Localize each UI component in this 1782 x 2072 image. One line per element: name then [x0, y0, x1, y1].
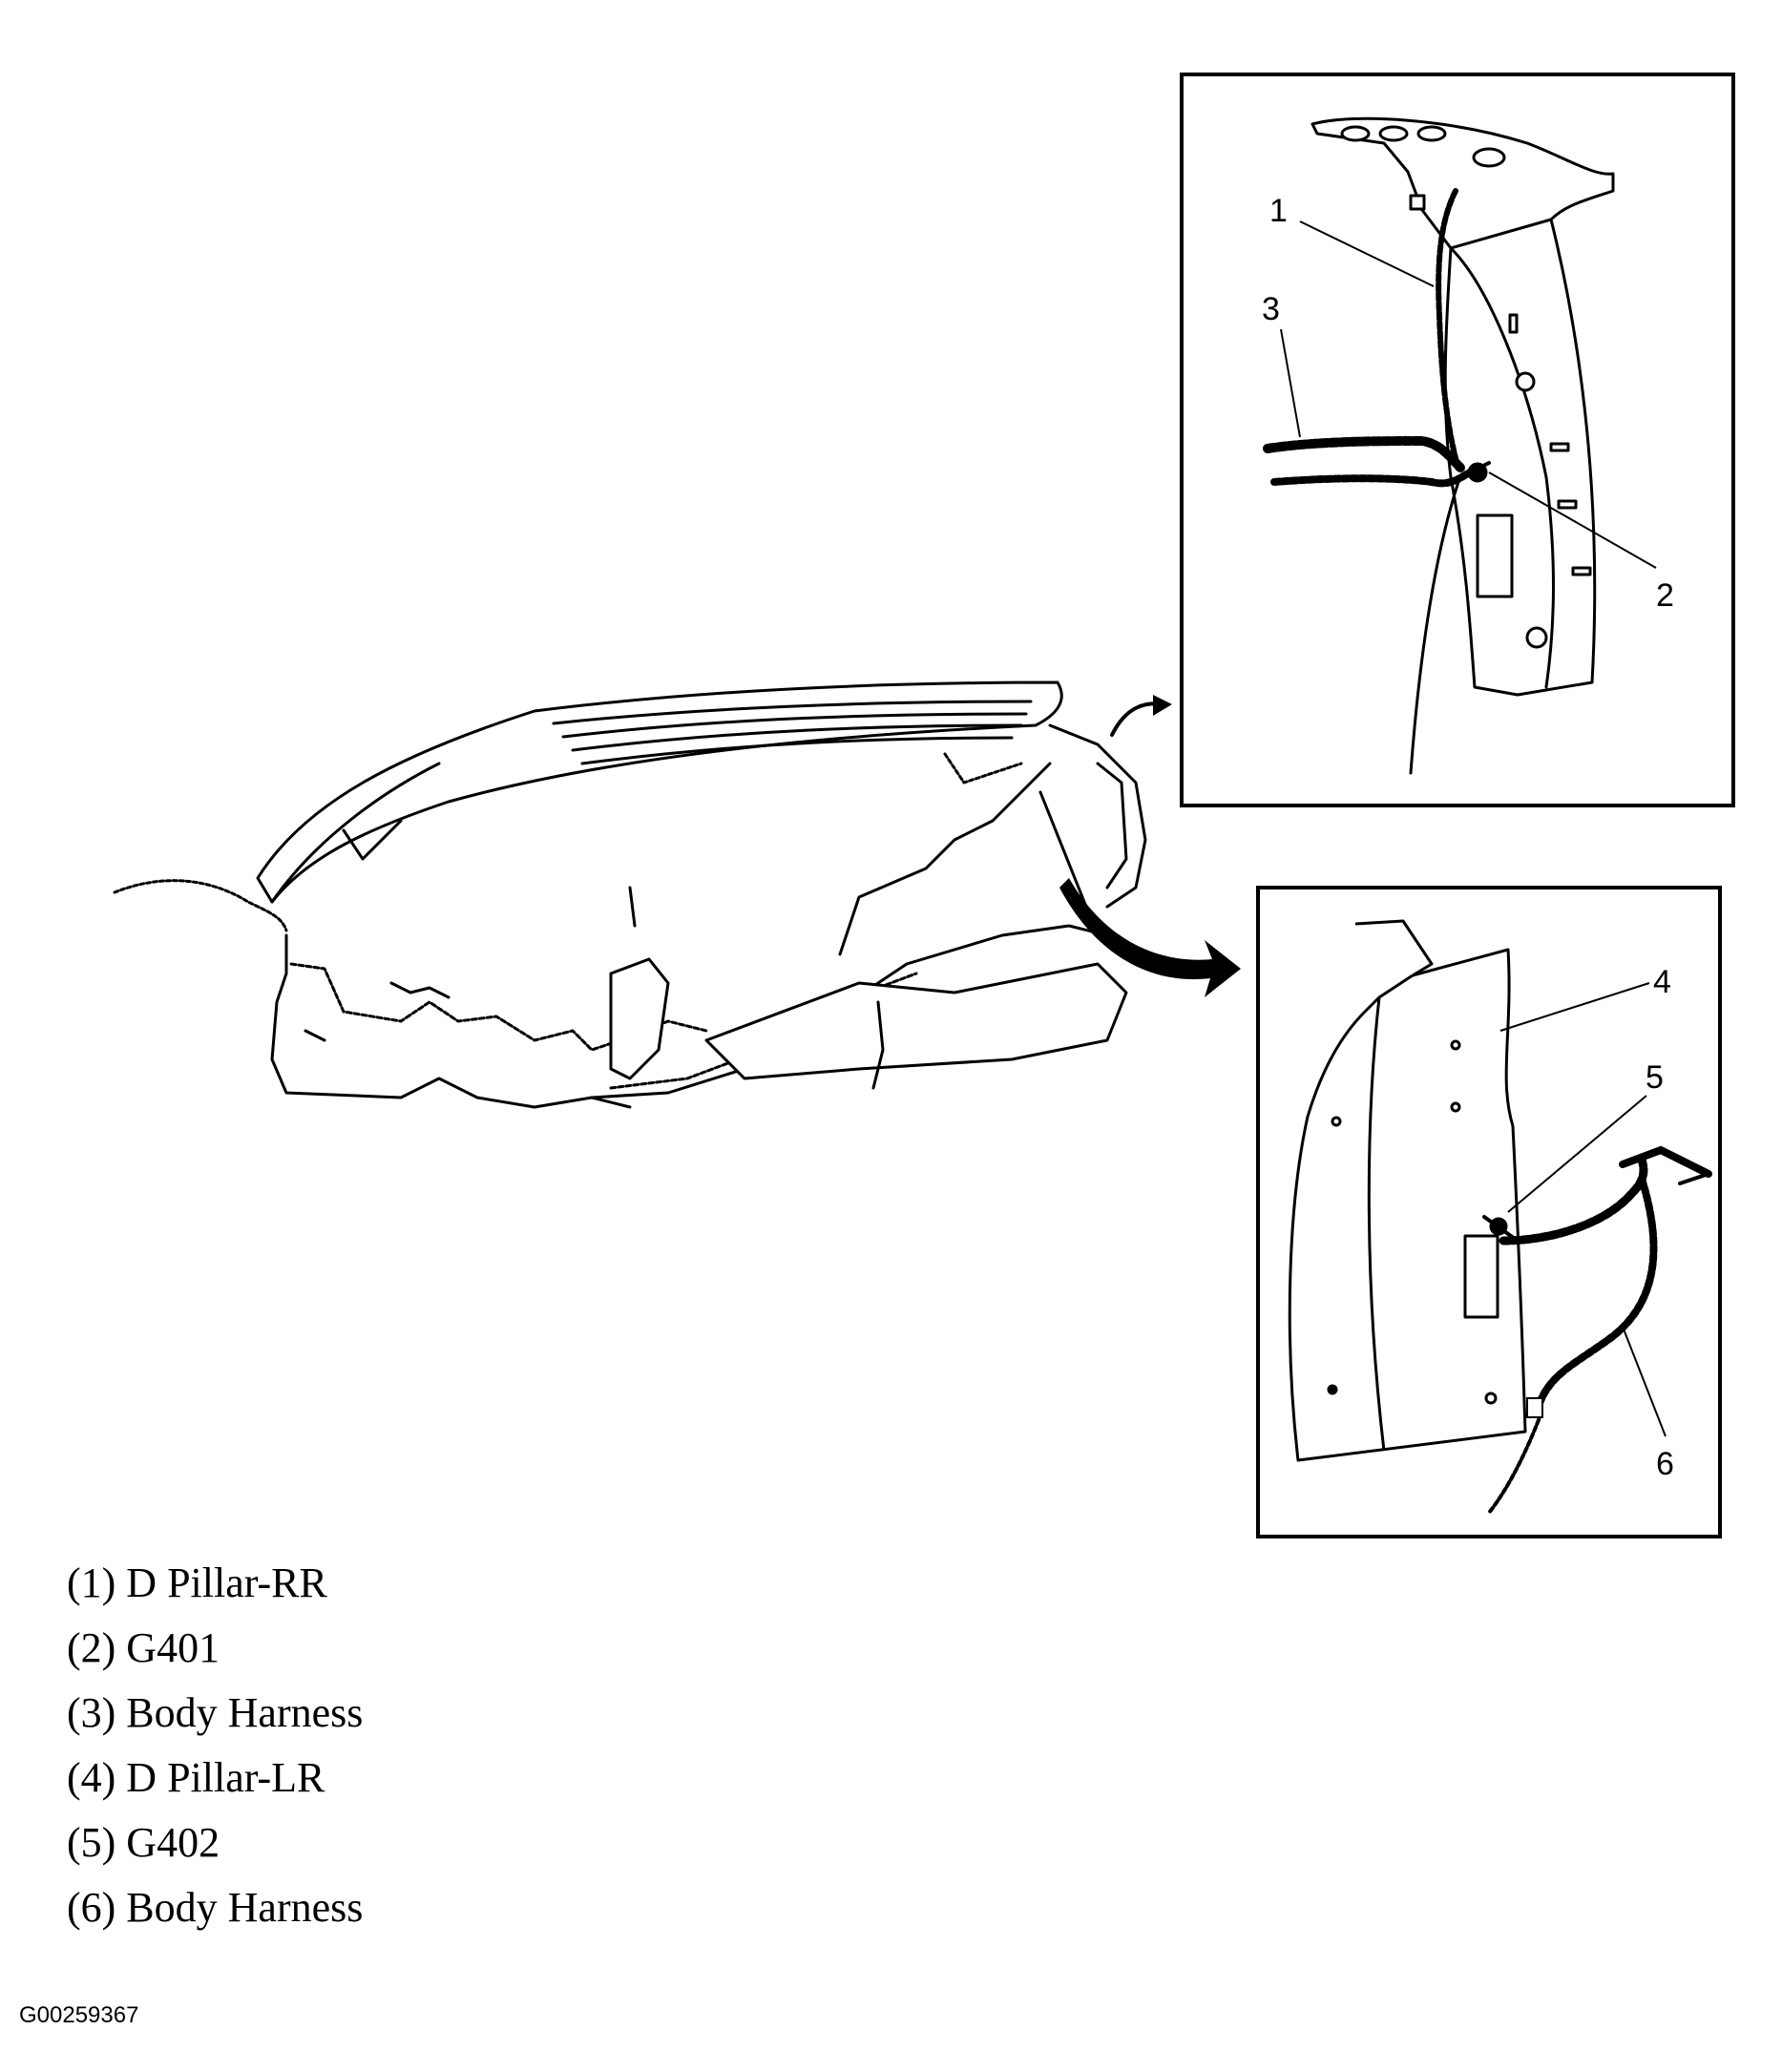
- callout-5: 5: [1646, 1059, 1664, 1096]
- pillar-hole: [1484, 1392, 1498, 1405]
- pillar-inner-edge: [1449, 246, 1555, 689]
- pillar-top-cap: [1354, 919, 1434, 977]
- figure-id: G00259367: [19, 2002, 139, 2028]
- pillar-top-edge: [1449, 218, 1553, 250]
- callout-3: 3: [1262, 291, 1280, 327]
- d-pillar-lr-panel: [1288, 948, 1527, 1462]
- pillar-fold: [1367, 996, 1386, 1452]
- roof-rib: [552, 700, 1033, 725]
- pillar-hole: [1525, 626, 1548, 649]
- pillar-hole: [1450, 1101, 1461, 1113]
- pillar-hole: [1378, 125, 1409, 142]
- callout-4: 4: [1653, 964, 1671, 1000]
- b-pillar-harness: [838, 762, 1052, 956]
- detail-box-rr: 1 3 2: [1180, 73, 1735, 807]
- arrow-to-rr-detail-head: [1153, 695, 1172, 716]
- lr-harness-connector: [1678, 1172, 1710, 1185]
- legend-item-2: (2) G401: [67, 1624, 220, 1671]
- leader-1: [1299, 220, 1435, 287]
- lr-harness-connector: [1619, 1145, 1712, 1178]
- vehicle-harness-overview: [113, 680, 1172, 1109]
- leader-6: [1622, 1326, 1667, 1437]
- legend-item-5: (5) G402: [67, 1819, 220, 1866]
- pillar-slot: [1508, 313, 1519, 334]
- pillar-hole: [1416, 125, 1447, 142]
- c-pillar-harness: [943, 752, 1023, 785]
- callout-6: 6: [1656, 1446, 1674, 1482]
- pillar-plate: [1463, 1234, 1499, 1319]
- legend-item-4: (4) D Pillar-LR: [67, 1754, 325, 1801]
- body-harness-rr-lower: [1270, 469, 1474, 488]
- connector-cluster: [389, 981, 451, 999]
- center-console: [609, 957, 670, 1080]
- leader-4: [1499, 982, 1650, 1032]
- pillar-hole: [1450, 1039, 1461, 1051]
- rr-pillar-harness: [1436, 188, 1458, 461]
- detail-box-lr: 4 5 6: [1256, 886, 1722, 1538]
- windshield-frame: [270, 762, 441, 904]
- lower-harness-loop: [270, 933, 632, 1109]
- pillar-tab: [1409, 194, 1426, 211]
- roof-rib: [580, 736, 1014, 765]
- front-harness: [113, 879, 288, 932]
- d-pillar-rear: [1048, 723, 1147, 909]
- pillar-slot: [1571, 566, 1592, 576]
- pillar-hole: [1331, 1116, 1342, 1127]
- arrow-to-lr-detail: [1059, 878, 1241, 997]
- pillar-hole: [1472, 147, 1506, 168]
- rr-drop-wire: [1409, 480, 1460, 775]
- pillar-hole: [1515, 371, 1536, 392]
- pillar-hole: [1340, 125, 1371, 142]
- dangling-lead: [628, 886, 637, 928]
- g401-lug: [1458, 461, 1491, 479]
- roof-rib: [561, 712, 1028, 739]
- leader-3: [1280, 328, 1301, 438]
- dangling-lead: [871, 1000, 885, 1090]
- g402-lug: [1482, 1215, 1520, 1243]
- body-harness-rr-upper: [1263, 435, 1465, 472]
- legend-item-1: (1) D Pillar-RR: [67, 1559, 327, 1606]
- leader-5: [1507, 1095, 1647, 1213]
- lr-clip: [1526, 1397, 1543, 1418]
- legend-item-3: (3) Body Harness: [67, 1689, 364, 1736]
- cargo-floor: [704, 962, 1128, 1080]
- roof-rib: [571, 723, 1023, 752]
- pillar-slot: [1549, 442, 1570, 452]
- rear-bracket: [1096, 762, 1128, 889]
- leader-2: [1488, 471, 1657, 569]
- legend-item-6: (6) Body Harness: [67, 1884, 364, 1931]
- callout-1: 1: [1269, 193, 1288, 229]
- component-legend: (1) D Pillar-RR (2) G401 (3) Body Harnes…: [67, 1551, 363, 1940]
- lr-body-harness-upper: [1499, 1155, 1648, 1245]
- lr-body-harness-loop: [1533, 1175, 1658, 1416]
- lr-harness-tail: [1487, 1411, 1543, 1515]
- callout-2: 2: [1656, 577, 1674, 614]
- pillar-slot: [1557, 499, 1578, 510]
- pillar-hole: [1327, 1384, 1338, 1395]
- pillar-plate: [1476, 513, 1514, 598]
- connector-cluster: [304, 1029, 326, 1042]
- a-pillar: [342, 819, 403, 861]
